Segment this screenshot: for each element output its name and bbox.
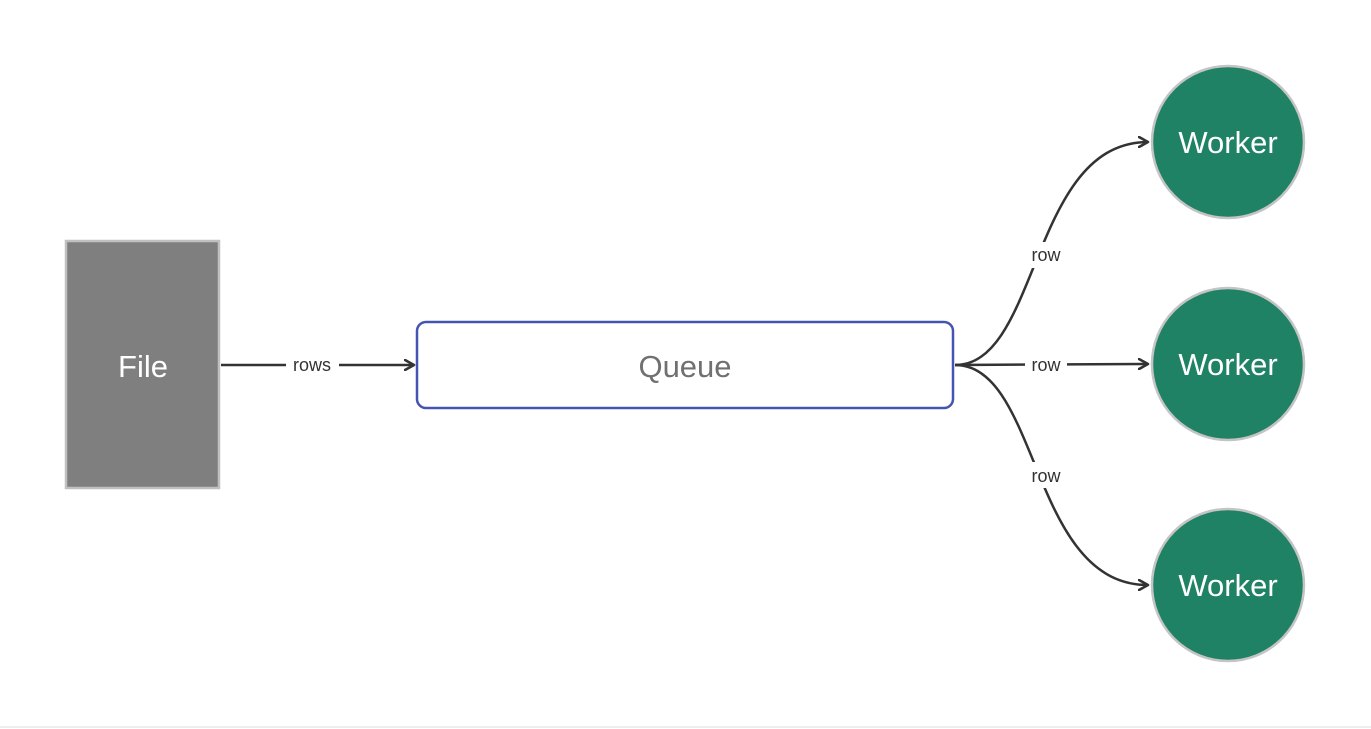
edge-label-bg	[1025, 462, 1067, 488]
edge-label-row-2: row	[1031, 355, 1061, 375]
worker-node-label: Worker	[1178, 125, 1277, 160]
worker-node-shape	[1150, 64, 1306, 220]
worker-node-label: Worker	[1178, 568, 1277, 603]
worker-node-label: Worker	[1178, 347, 1277, 382]
worker-node-shape	[1150, 286, 1306, 442]
file-node-shape	[64, 239, 221, 490]
file-node-label: File	[118, 349, 168, 384]
worker-node-2[interactable]: Worker	[1150, 286, 1306, 442]
edge-label-bg	[1025, 242, 1067, 268]
queue-node-label: Queue	[638, 349, 731, 384]
queue-node-shape	[415, 320, 955, 410]
edge-label-bg	[286, 352, 339, 378]
edge-label-row-1: row	[1031, 245, 1061, 265]
queue-node[interactable]: Queue	[415, 320, 955, 410]
file-node[interactable]: File	[64, 239, 221, 490]
edge-label-rows: rows	[293, 355, 331, 375]
edge-label-row-3: row	[1031, 466, 1061, 486]
worker-node-3[interactable]: Worker	[1150, 507, 1306, 663]
worker-node-1[interactable]: Worker	[1150, 64, 1306, 220]
edge-label-bg	[1025, 352, 1067, 378]
worker-node-shape	[1150, 507, 1306, 663]
